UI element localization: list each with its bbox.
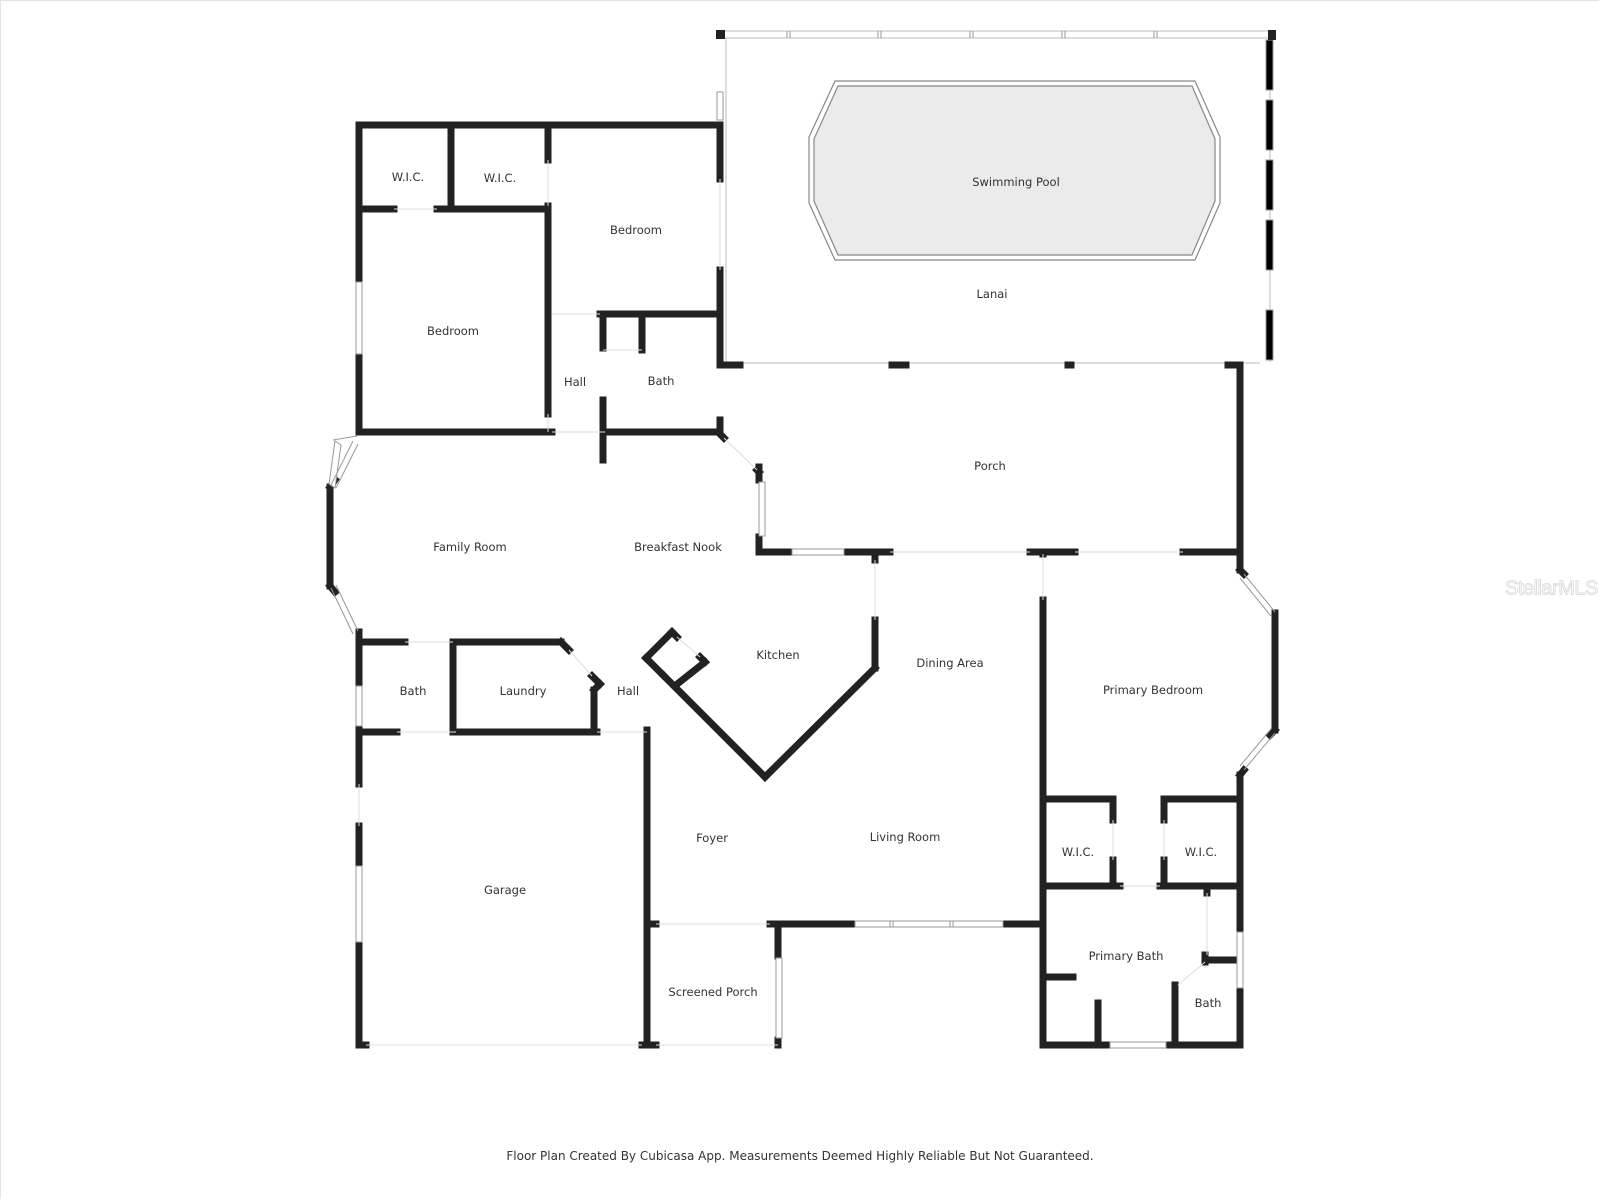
lanai-screen-mullions [786,31,1274,361]
room-label-kitchen: Kitchen [756,648,800,662]
room-label-swimming-pool: Swimming Pool [972,175,1060,189]
room-label-bedroom-left: Bedroom [426,324,480,338]
room-label-primary-bedroom: Primary Bedroom [1102,683,1204,697]
room-label-porch: Porch [974,459,1006,473]
room-label-hall-upper: Hall [563,375,587,389]
room-label-bedroom-upper: Bedroom [609,223,663,237]
room-label-lanai: Lanai [976,287,1008,301]
room-label-foyer: Foyer [696,831,728,845]
walls [325,121,1279,1049]
room-label-dining-area: Dining Area [916,656,984,670]
windows [328,91,1244,1049]
room-label-wic-2: W.I.C. [483,171,517,185]
room-label-bath-lower: Bath [399,684,427,698]
room-label-wic-1: W.I.C. [391,170,425,184]
watermark: StellarMLS [1505,577,1599,600]
footer-disclaimer: Floor Plan Created By Cubicasa App. Meas… [506,1149,1094,1163]
room-label-primary-wic-2: W.I.C. [1184,845,1218,859]
room-label-breakfast-nook: Breakfast Nook [634,540,722,554]
bay-windows [330,435,1276,771]
room-label-laundry: Laundry [499,684,547,698]
room-label-living-room: Living Room [869,830,941,844]
room-label-primary-wic-1: W.I.C. [1061,845,1095,859]
room-label-screened-porch: Screened Porch [668,985,758,999]
room-label-garage: Garage [483,883,527,897]
room-label-primary-bath: Primary Bath [1088,949,1164,963]
doorways [358,160,1208,1046]
swimming-pool [808,80,1221,261]
lanai-corner-post [716,30,725,39]
room-label-bath-upper: Bath [647,374,675,388]
bay-walls [713,427,1280,780]
room-label-hall-lower: Hall [616,684,640,698]
lanai-corner-post [1268,30,1276,40]
room-label-family-room: Family Room [433,540,507,554]
room-label-bath-primary-suite: Bath [1194,996,1222,1010]
